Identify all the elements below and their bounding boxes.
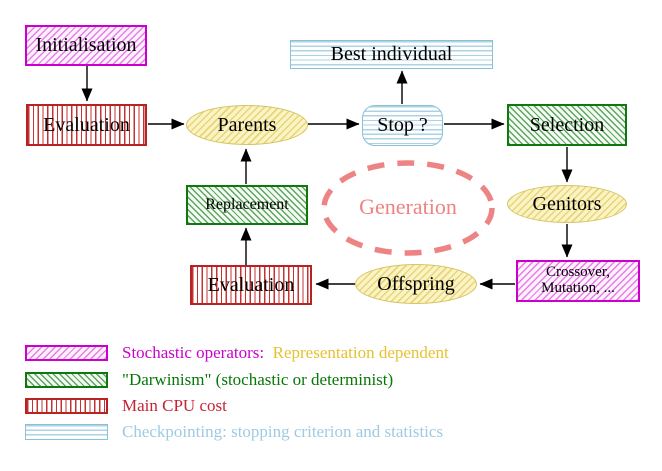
node-initialisation: Initialisation (25, 25, 147, 66)
node-genitors: Genitors (507, 185, 627, 223)
mutation-line: Mutation, ... (541, 280, 615, 296)
legend-row-checkpointing: Checkpointing: stopping criterion and st… (25, 422, 444, 441)
node-replacement: Replacement (186, 185, 308, 225)
node-selection: Selection (507, 104, 627, 146)
node-best-individual: Best individual (290, 40, 493, 69)
generation-cycle-ellipse (321, 160, 495, 256)
legend-cpu-text: Main CPU cost (122, 396, 227, 415)
legend-swatch-magenta-hatch (25, 345, 108, 361)
node-offspring: Offspring (355, 264, 477, 304)
crossover-line: Crossover, (546, 264, 610, 281)
legend-swatch-red-stripes (25, 398, 108, 414)
legend-swatch-green-hatch (25, 372, 108, 388)
node-crossover-mutation: Crossover, Mutation, ... (516, 260, 640, 302)
legend-swatch-cyan-stripes (25, 424, 108, 440)
node-evaluation-bottom: Evaluation (190, 265, 312, 305)
generation-label: Generation (359, 194, 457, 219)
legend-row-cpu: Main CPU cost (25, 396, 227, 415)
legend-representation-text: Representation dependent (272, 343, 449, 362)
node-stop: Stop ? (362, 105, 443, 146)
legend-darwinism-text: "Darwinism" (stochastic or determinist) (122, 370, 394, 389)
legend-row-darwinism: "Darwinism" (stochastic or determinist) (25, 370, 394, 389)
node-evaluation-top: Evaluation (26, 104, 147, 146)
legend-stochastic-text: Stochastic operators: (122, 343, 265, 362)
legend-row-stochastic: Stochastic operators: Representation dep… (25, 343, 449, 363)
legend-checkpointing-text: Checkpointing: stopping criterion and st… (122, 422, 444, 441)
legend-label: Stochastic operators: Representation dep… (122, 343, 449, 363)
node-parents: Parents (186, 105, 308, 145)
